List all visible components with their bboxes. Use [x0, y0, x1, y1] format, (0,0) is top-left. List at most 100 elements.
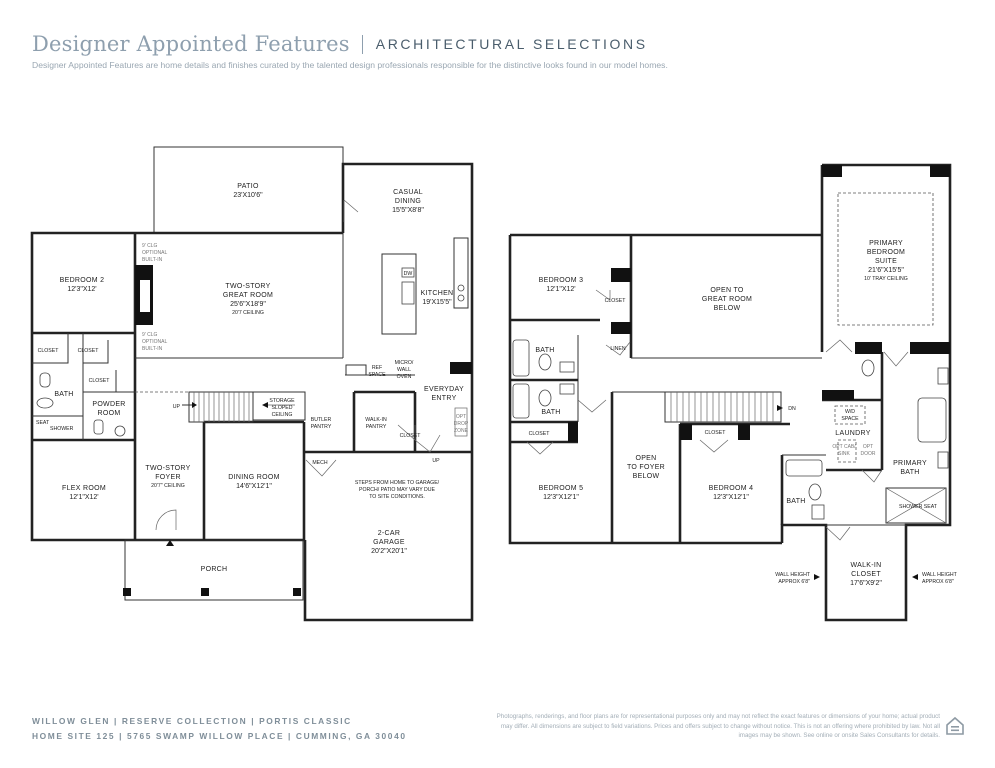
fridge-space [345, 364, 367, 376]
bedroom2-label: BEDROOM 2 [60, 277, 105, 284]
wall-block [930, 165, 950, 177]
outer-wall-west [508, 235, 782, 545]
bedroom4-dim: 12'3"X12'1" [713, 494, 749, 501]
patio-dim: 23'X10'6" [233, 192, 263, 199]
walkin-pantry-label: WALK-IN [365, 417, 387, 423]
porch-label: PORCH [201, 566, 228, 573]
powder-room-label-2: ROOM [98, 410, 121, 417]
stair-arrow-icon [192, 402, 197, 408]
casual-dining-label: CASUAL [393, 189, 423, 196]
first-floor-plan: PATIO 23'X10'6" CASUAL DINING 15'5"X8'8"… [30, 146, 474, 622]
kitchen-island [381, 253, 417, 335]
seat-label: SEAT [36, 420, 50, 426]
toilet-fixture [36, 397, 54, 409]
micro-oven-label-2: WALL [397, 367, 411, 373]
wall-block [822, 390, 854, 400]
bathtub-fixture [785, 459, 823, 477]
steps-note: STEPS FROM HOME TO GARAGE/ [355, 480, 440, 486]
primary-bath-label: PRIMARY [893, 460, 927, 467]
garage-dim: 20'2"X20'1" [371, 548, 407, 555]
page-header: Designer Appointed Features ARCHITECTURA… [32, 32, 972, 70]
open-foyer-label-3: BELOW [633, 473, 660, 480]
stair-up-label: UP [173, 404, 181, 410]
fireplace-opening [140, 280, 150, 312]
suite-door [825, 339, 853, 353]
everyday-entry-label: EVERYDAY [424, 386, 464, 393]
kitchen-label: KITCHEN [421, 290, 454, 297]
wall-block [822, 165, 842, 177]
stair-arrow-icon [777, 405, 783, 411]
upper-stair-railing [664, 391, 783, 423]
everyday-entry-label-2: ENTRY [431, 395, 456, 402]
primary-suite-dim: 21'6"X15'5" [868, 267, 904, 274]
flex-room-dim: 12'1"X12' [69, 494, 98, 501]
staircase [182, 391, 306, 423]
kitchen-counter [453, 237, 469, 309]
drop-zone [454, 407, 468, 437]
great-room-dim: 25'6"X18'9" [230, 301, 266, 308]
tray-ceiling [837, 192, 934, 326]
wall-height-arrow-icon [912, 574, 918, 580]
second-floor-plan: BEDROOM 3 12'1"X12' OPEN TO GREAT ROOM B… [508, 163, 958, 622]
bedroom3-dim: 12'1"X12' [546, 286, 575, 293]
wall-block [680, 424, 692, 440]
garage-label-2: GARAGE [373, 539, 405, 546]
porch-outline [124, 539, 304, 601]
stair-run [188, 391, 254, 423]
great-room-ceiling: 20'7 CEILING [232, 310, 264, 316]
sink-fixture [937, 451, 949, 469]
page-subtitle: ARCHITECTURAL SELECTIONS [375, 36, 648, 52]
bathtub-fixture [512, 383, 530, 419]
porch-column [123, 588, 131, 596]
sink-fixture [114, 425, 126, 437]
stair-arrow-icon [262, 402, 268, 408]
patio-door [343, 199, 359, 222]
mech-label: MECH [312, 460, 328, 466]
sink-fixture [39, 372, 51, 388]
entry-door [414, 434, 441, 453]
wall-block [738, 424, 750, 440]
clg-note-top-2: OPTIONAL [142, 250, 168, 256]
casual-dining-label-2: DINING [395, 198, 421, 205]
wall-height-right-2: APPROX 6'8" [922, 579, 954, 585]
closet-wall [32, 333, 69, 364]
wall-block [568, 422, 578, 442]
open-great-room-label: OPEN TO [710, 287, 744, 294]
dining-room-label: DINING ROOM [228, 474, 280, 481]
shower-label: SHOWER [50, 426, 74, 432]
storage-label: STORAGE [269, 398, 295, 404]
primary-suite-label-2: BEDROOM [867, 249, 905, 256]
clg-note-top: 9' CLG [142, 243, 158, 249]
entry-door [155, 509, 177, 531]
open-foyer-label-2: TO FOYER [627, 464, 665, 471]
foyer-label: TWO-STORY [145, 465, 190, 472]
wall-block [910, 342, 950, 354]
ref-space-label-2: SPACE [368, 372, 386, 378]
wall-height-right: WALL HEIGHT [922, 572, 958, 578]
open-foyer-label: OPEN [635, 455, 656, 462]
bedroom5-label: BEDROOM 5 [539, 485, 584, 492]
opt-door-label-2: DOOR [861, 451, 876, 457]
great-room-label: TWO-STORY [225, 283, 270, 290]
clg-note-bottom: 9' CLG [142, 332, 158, 338]
storage-label-3: CEILING [272, 412, 293, 418]
toilet-fixture [93, 419, 104, 435]
bath-door [861, 469, 883, 483]
disclaimer: Photographs, renderings, and floor plans… [496, 713, 940, 740]
entry-arrow-icon [166, 540, 174, 546]
sink-fixture [559, 383, 575, 395]
micro-oven-label-3: OVEN [397, 374, 412, 380]
bath-label: BATH [786, 498, 805, 505]
wall-height-arrow-icon [814, 574, 820, 580]
bathtub-fixture [917, 397, 947, 443]
powder-room-label: POWDER [92, 401, 125, 408]
closet-door [526, 441, 554, 455]
closet-wall [82, 333, 109, 364]
cooktop-burner [457, 284, 465, 292]
bedroom5-dim: 12'3"X12'1" [543, 494, 579, 501]
outer-wall-south [780, 352, 952, 622]
closet-label: CLOSET [89, 378, 111, 384]
toilet-fixture [861, 359, 875, 377]
bedroom3-label: BEDROOM 3 [539, 277, 584, 284]
title-divider [361, 34, 363, 54]
